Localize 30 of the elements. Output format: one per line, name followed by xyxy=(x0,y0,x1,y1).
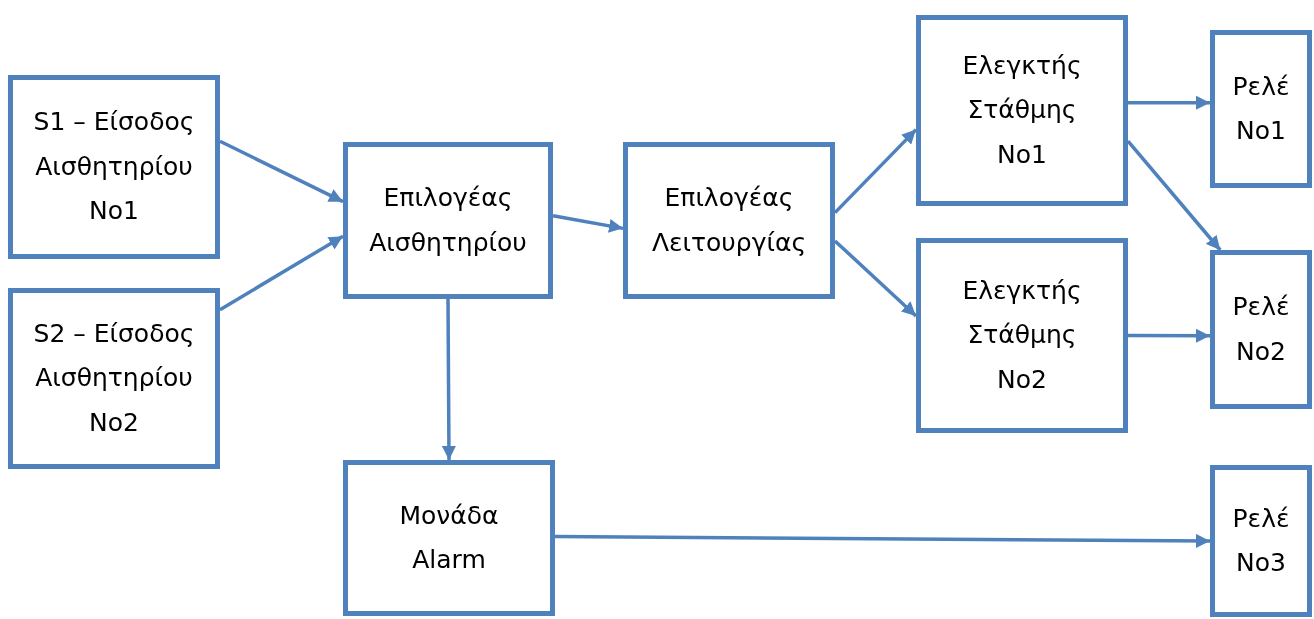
arrow xyxy=(219,139,344,204)
box-label: Ρελέ No2 xyxy=(1231,291,1291,368)
process-box xyxy=(623,142,835,299)
arrow xyxy=(1128,95,1210,110)
process-box xyxy=(1210,250,1312,409)
box-label: Ρελέ No1 xyxy=(1231,70,1291,147)
arrow xyxy=(441,299,456,460)
process-box xyxy=(916,15,1128,206)
arrow xyxy=(552,214,624,233)
process-box xyxy=(343,460,555,616)
process-box xyxy=(343,142,553,299)
process-box xyxy=(916,238,1128,433)
process-box xyxy=(8,288,220,469)
arrow xyxy=(833,128,918,214)
box-label: Ελεγκτής Στάθμης No2 xyxy=(961,274,1083,396)
process-box xyxy=(1210,30,1312,188)
box-label: Επιλογέας Αισθητηρίου xyxy=(368,182,528,259)
process-box xyxy=(8,75,220,259)
box-label: Ελεγκτής Στάθμης No1 xyxy=(961,49,1083,171)
arrow xyxy=(1126,139,1222,252)
process-box xyxy=(1210,465,1312,617)
box-label: Μονάδα Alarm xyxy=(398,499,500,576)
box-label: S1 – Είσοδος Αισθητηρίου No1 xyxy=(32,106,196,228)
arrow xyxy=(555,533,1210,548)
arrow xyxy=(833,239,918,318)
box-label: Ρελέ No3 xyxy=(1231,502,1291,579)
box-label: S2 – Είσοδος Αισθητηρίου No2 xyxy=(32,317,196,439)
box-label: Επιλογέας Λειτουργίας xyxy=(650,182,808,259)
arrow xyxy=(1128,328,1210,343)
arrow xyxy=(219,234,344,312)
